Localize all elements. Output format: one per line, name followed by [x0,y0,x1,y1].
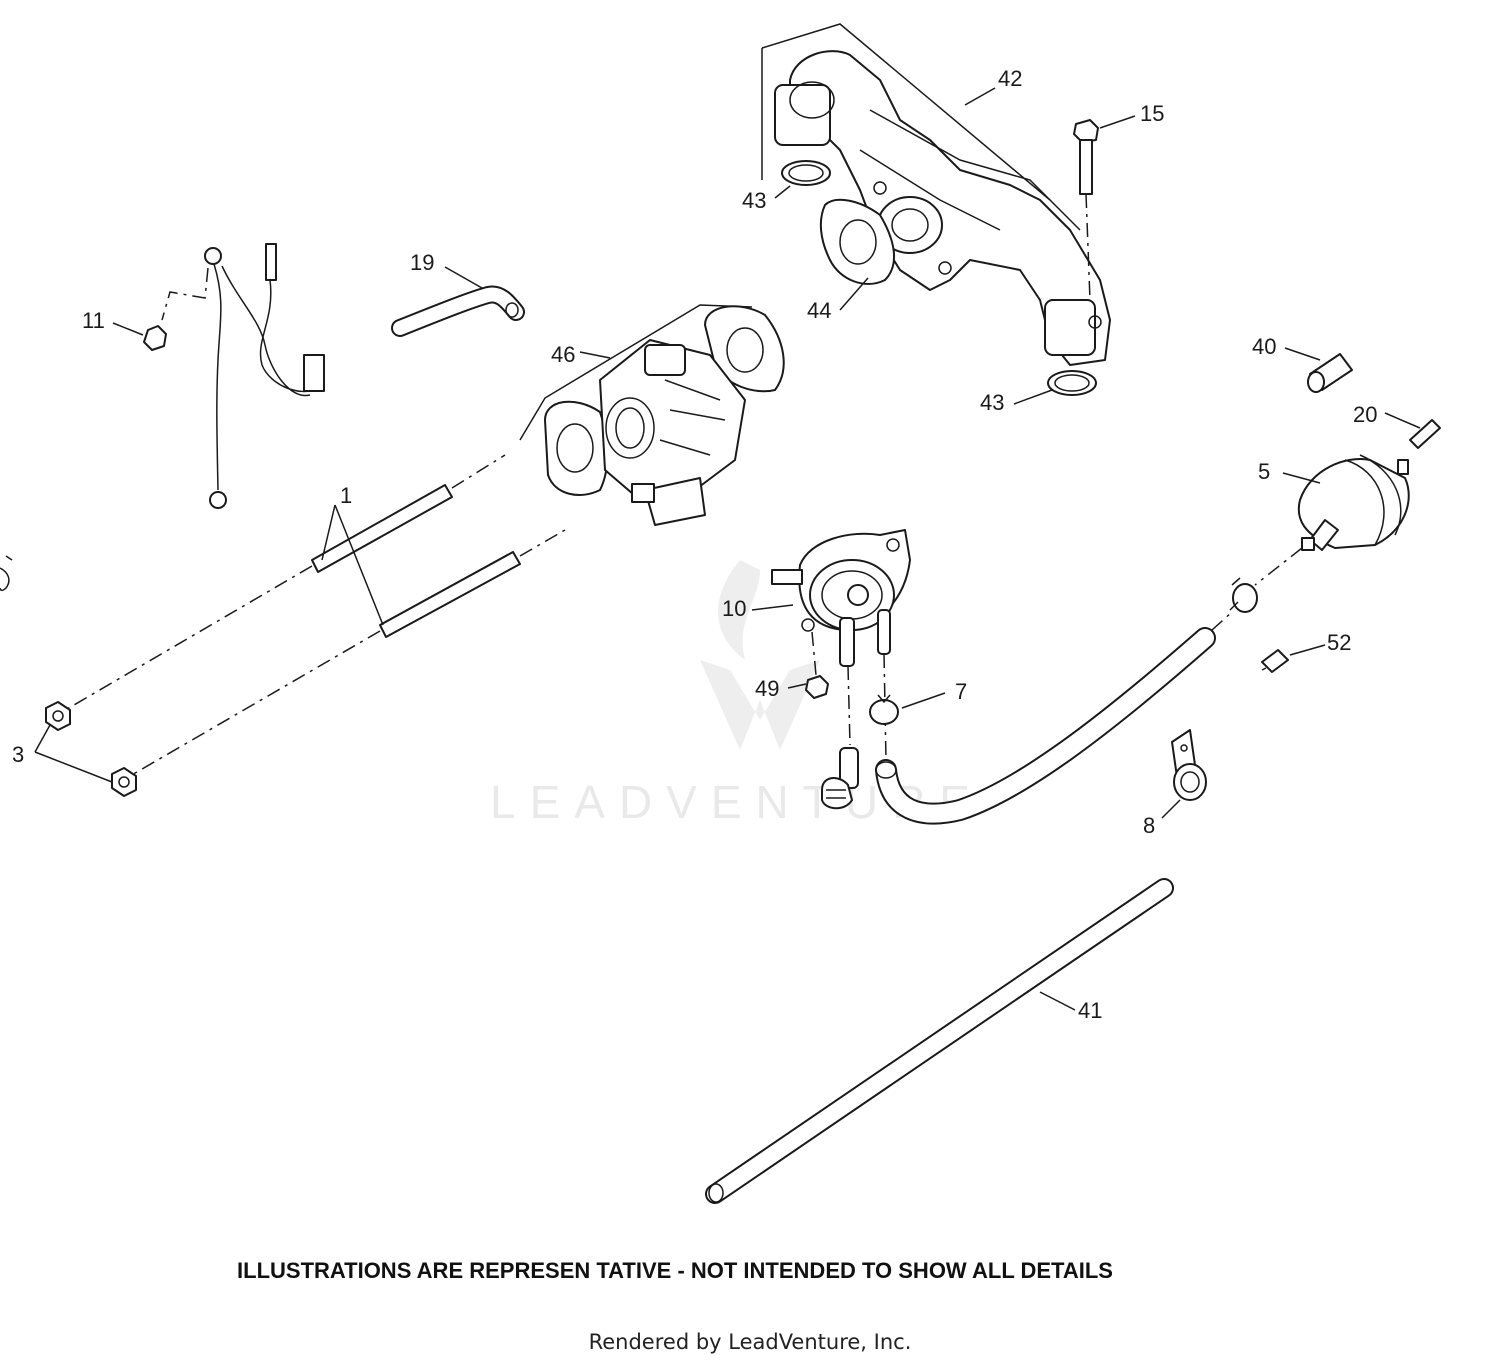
rendered-by-text: Rendered by LeadVenture, Inc. [588,1330,912,1354]
callout-15: 15 [1140,101,1164,126]
manifold-bolt: 15 [1073,101,1164,301]
partial-part-left-edge [0,555,13,592]
carburetor-studs: 1 [61,454,566,777]
callout-10: 10 [722,596,746,621]
carburetor-assembly: 46 [519,304,785,526]
pin: 20 [1353,402,1441,449]
ground-wire-harness: 11 [82,243,325,509]
callout-41: 41 [1078,998,1102,1023]
callout-43-upper: 43 [742,188,766,213]
callout-3: 3 [12,742,24,767]
callout-49: 49 [755,676,779,701]
callout-11: 11 [82,308,105,333]
callout-1: 1 [340,483,352,508]
o-ring-upper: 43 [742,160,831,213]
hose-clamp-filter [1229,577,1258,613]
elbow-fitting [821,747,859,810]
cable-clip: 8 [1143,729,1207,838]
fuel-pump: 10 [722,529,911,761]
callout-44: 44 [807,298,831,323]
hose-clamp: 7 [869,679,967,725]
disclaimer-text: ILLUSTRATIONS ARE REPRESEN TATIVE - NOT … [237,1258,1113,1283]
fuel-pump-bolt: 49 [755,675,829,701]
callout-40: 40 [1252,334,1276,359]
intake-manifold: 42 [761,23,1111,366]
fuel-filter: 5 [1254,454,1410,586]
callout-52: 52 [1327,630,1351,655]
fitting: 52 [1261,630,1351,673]
breather-hose: 19 [391,250,525,337]
callout-46: 46 [551,342,575,367]
callout-8: 8 [1143,813,1155,838]
o-ring-lower: 43 [980,370,1097,415]
fuel-line-hose [875,611,1233,825]
carburetor-nuts: 3 [12,701,137,797]
callout-43-lower: 43 [980,390,1004,415]
callout-19: 19 [410,250,434,275]
manifold-gasket: 44 [807,198,896,323]
spacer-sleeve: 40 [1252,334,1353,393]
callout-20: 20 [1353,402,1377,427]
long-tube: 41 [705,878,1174,1204]
callout-7: 7 [955,679,967,704]
callout-5: 5 [1258,459,1270,484]
callout-42: 42 [998,66,1022,91]
